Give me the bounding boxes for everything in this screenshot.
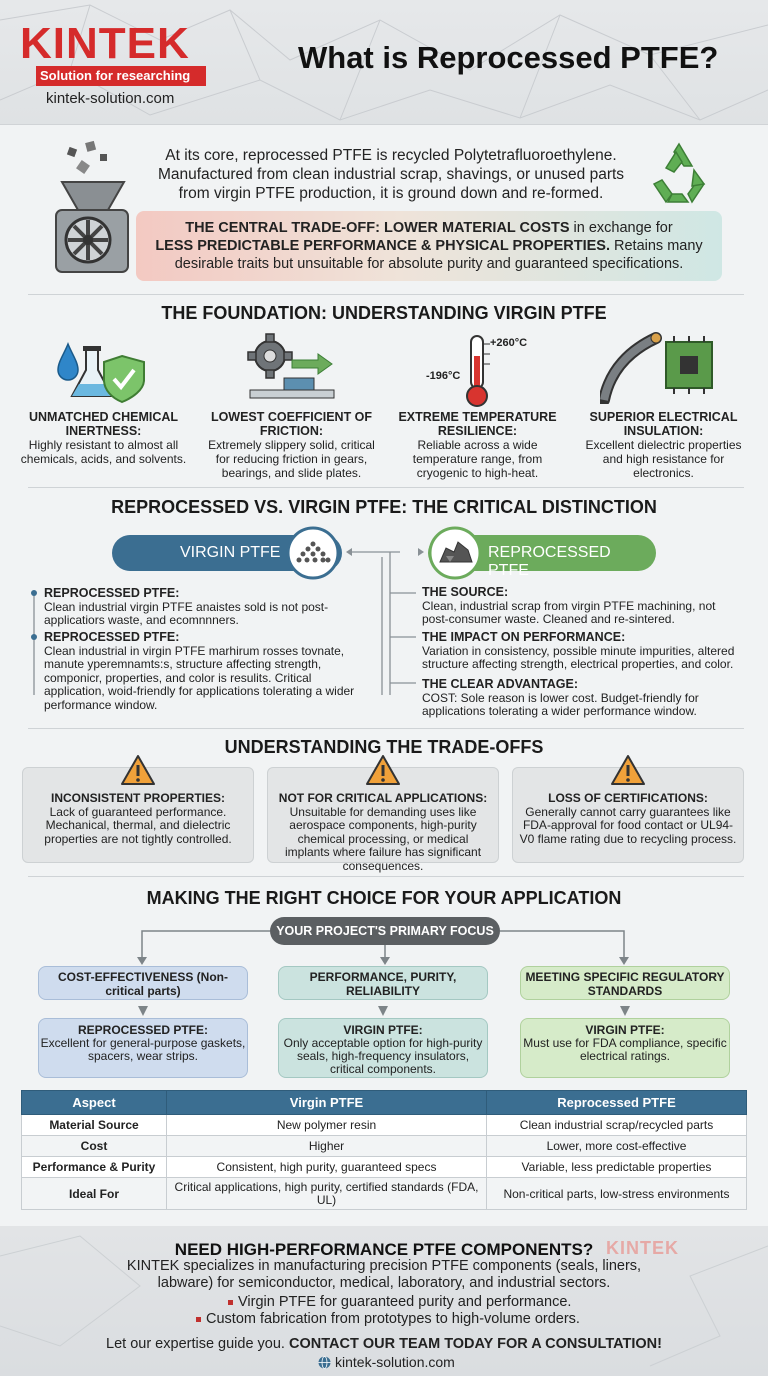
option-regulatory: MEETING SPECIFIC REGULATORY STANDARDS <box>520 966 730 1000</box>
footer-description: KINTEK specializes in manufacturing prec… <box>126 1258 642 1291</box>
reprocessed-scrap-icon <box>428 526 482 580</box>
right-item-impact: THE IMPACT ON PERFORMANCE: Variation in … <box>422 630 735 671</box>
tradeoff-bold-1: THE CENTRAL TRADE-OFF: LOWER MATERIAL CO… <box>185 220 570 236</box>
tradeoff-mid: in exchange for <box>569 220 673 236</box>
left-item-1: REPROCESSED PTFE: Clean industrial virgi… <box>44 586 329 627</box>
right-item-advantage: THE CLEAR ADVANTAGE: COST: Sole reason i… <box>422 677 699 718</box>
table-cell: Lower, more cost-effective <box>486 1135 747 1157</box>
choice-title: MAKING THE RIGHT CHOICE FOR YOUR APPLICA… <box>146 888 622 908</box>
header-virgin: Virgin PTFE <box>166 1090 487 1115</box>
option-cost-effectiveness: COST-EFFECTIVENESS (Non-critical parts) <box>38 966 248 1000</box>
intro-text: At its core, reprocessed PTFE is recycle… <box>157 147 625 202</box>
divider <box>28 487 744 488</box>
table-cell: Critical applications, high purity, cert… <box>166 1177 487 1210</box>
comparison-table: Aspect Virgin PTFE Reprocessed PTFE Mate… <box>21 1090 747 1210</box>
left-item-2: REPROCESSED PTFE: Clean industrial in vi… <box>44 630 355 712</box>
gear-friction-icon <box>247 333 335 399</box>
divider <box>28 728 744 729</box>
table-row: Cost Higher Lower, more cost-effective <box>21 1135 747 1157</box>
table-cell: Performance & Purity <box>21 1156 167 1178</box>
table-row: Performance & Purity Consistent, high pu… <box>21 1156 747 1178</box>
table-row: Material Source New polymer resin Clean … <box>21 1114 747 1136</box>
table-cell: Higher <box>166 1135 487 1157</box>
bullet-icon <box>196 1316 201 1322</box>
bullet-icon <box>228 1299 233 1305</box>
comparison-title: REPROCESSED VS. VIRGIN PTFE: THE CRITICA… <box>111 497 657 517</box>
option-arrows <box>138 1006 630 1016</box>
page-title: What is Reprocessed PTFE? <box>298 40 719 75</box>
result-reprocessed: REPROCESSED PTFE: Excellent for general-… <box>38 1018 248 1078</box>
header-aspect: Aspect <box>21 1090 167 1115</box>
feature-low-friction: LOWEST COEFFICIENT OF FRICTION: Extremel… <box>208 410 375 480</box>
footer-url-link[interactable]: kintek-solution.com <box>335 1354 455 1370</box>
table-cell: Clean industrial scrap/recycled parts <box>486 1114 747 1136</box>
result-virgin-regulatory: VIRGIN PTFE: Must use for FDA compliance… <box>520 1018 730 1078</box>
footer <box>0 1226 768 1376</box>
recycle-icon <box>652 142 706 204</box>
logo-tagline: Solution for researching <box>36 66 206 86</box>
central-tradeoff-box: THE CENTRAL TRADE-OFF: LOWER MATERIAL CO… <box>136 211 722 281</box>
comparison-connector-lines <box>31 548 424 695</box>
option-performance: PERFORMANCE, PURITY, RELIABILITY <box>278 966 488 1000</box>
footer-bullet: Virgin PTFE for guaranteed purity and pe… <box>228 1294 571 1310</box>
warning-icon <box>611 755 645 785</box>
network-background-icon <box>0 4 768 121</box>
header-reprocessed: Reprocessed PTFE <box>486 1090 747 1115</box>
table-cell: New polymer resin <box>166 1114 487 1136</box>
network-background-icon <box>0 1235 768 1367</box>
temp-high-label: +260°C <box>490 337 528 349</box>
table-row: Ideal For Critical applications, high pu… <box>21 1177 747 1210</box>
feature-chemical-inertness: UNMATCHED CHEMICAL INERTNESS: Highly res… <box>20 410 187 466</box>
table-cell: Material Source <box>21 1114 167 1136</box>
result-virgin-performance: VIRGIN PTFE: Only acceptable option for … <box>278 1018 488 1078</box>
chemical-shield-icon <box>57 341 145 404</box>
warning-icon <box>121 755 155 785</box>
choice-connector-lines <box>137 930 629 965</box>
table-cell: Ideal For <box>21 1177 167 1210</box>
table-cell: Cost <box>21 1135 167 1157</box>
warning-icon <box>366 755 400 785</box>
table-header-row: Aspect Virgin PTFE Reprocessed PTFE <box>21 1090 747 1115</box>
feature-electrical: SUPERIOR ELECTRICAL INSULATION: Excellen… <box>585 410 742 480</box>
primary-focus-pill: YOUR PROJECT'S PRIMARY FOCUS <box>270 917 500 945</box>
tradeoff-card-inconsistent: INCONSISTENT PROPERTIES: Lack of guarant… <box>22 767 254 863</box>
footer-cta: Let our expertise guide you. CONTACT OUR… <box>106 1336 662 1352</box>
cta-bold[interactable]: CONTACT OUR TEAM TODAY FOR A CONSULTATIO… <box>289 1336 662 1352</box>
virgin-pellets-icon <box>286 526 340 580</box>
thermometer-icon <box>466 335 490 407</box>
footer-title: NEED HIGH-PERFORMANCE PTFE COMPONENTS? <box>174 1240 594 1259</box>
globe-icon <box>318 1356 331 1369</box>
footer-bullet: Custom fabrication from prototypes to hi… <box>196 1311 580 1327</box>
temp-low-label: -196°C <box>426 370 461 382</box>
divider <box>28 876 744 877</box>
logo-url[interactable]: kintek-solution.com <box>46 90 175 107</box>
table-cell: Non-critical parts, low-stress environme… <box>486 1177 747 1210</box>
right-item-source: THE SOURCE: Clean, industrial scrap from… <box>422 585 716 626</box>
table-cell: Variable, less predictable properties <box>486 1156 747 1178</box>
tradeoff-rest: Retains many desirable traits but unsuit… <box>174 238 703 272</box>
tradeoffs-title: UNDERSTANDING THE TRADE-OFFS <box>224 737 544 757</box>
tradeoff-card-critical: NOT FOR CRITICAL APPLICATIONS: Unsuitabl… <box>267 767 499 872</box>
header <box>0 0 768 125</box>
feature-temperature: EXTREME TEMPERATURE RESILIENCE: Reliable… <box>398 410 557 480</box>
cable-circuit-icon <box>600 332 713 404</box>
grinder-icon <box>55 140 129 273</box>
logo-wordmark: KINTEK <box>20 19 190 68</box>
foundation-title: THE FOUNDATION: UNDERSTANDING VIRGIN PTF… <box>161 303 607 323</box>
footer-logo: KINTEK <box>606 1238 679 1258</box>
table-cell: Consistent, high purity, guaranteed spec… <box>166 1156 487 1178</box>
divider <box>28 294 744 295</box>
tradeoff-bold-2: LESS PREDICTABLE PERFORMANCE & PHYSICAL … <box>155 238 610 254</box>
